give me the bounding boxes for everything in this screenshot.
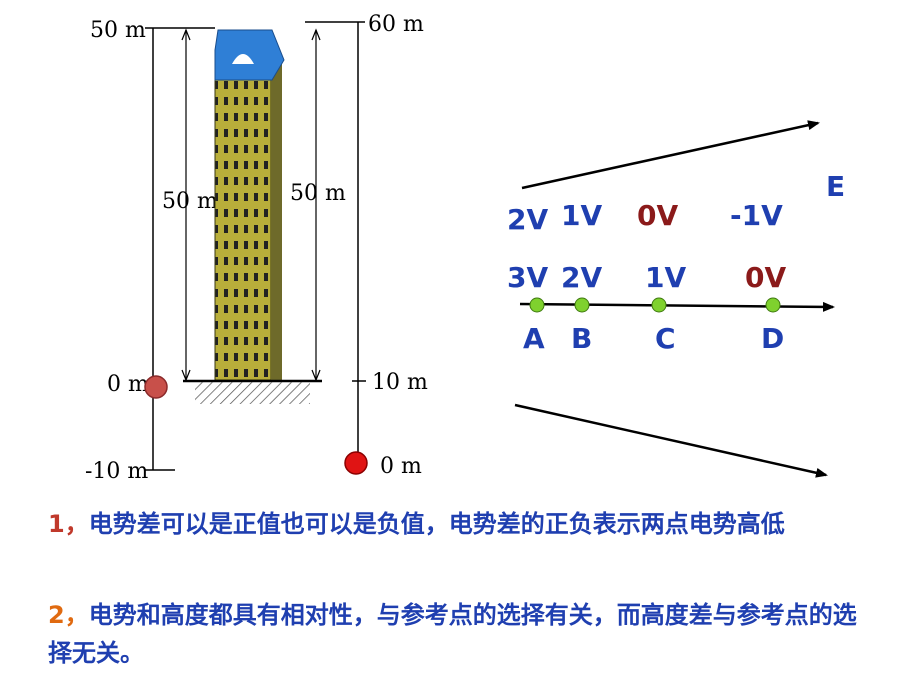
field-line-middle: [519, 301, 835, 312]
roof-arch: [232, 54, 254, 64]
left-bottom-label: -10 m: [85, 459, 148, 484]
right-ten-label: 10 m: [372, 370, 428, 395]
point-label-c: C: [655, 322, 676, 355]
note-2-text: 电势和高度都具有相对性，与参考点的选择有关，而高度差与参考点的选择无关。: [48, 601, 857, 667]
point-c: [651, 297, 667, 313]
row1-potential-d: -1V: [730, 199, 783, 232]
left-middle-label: 50 m: [162, 189, 218, 214]
field-label: E: [826, 170, 845, 203]
electric-field-diagram: E 2V 1V 0V -1V 3V 2V 1V 0V A B C D: [507, 120, 845, 478]
field-line-bottom: [514, 403, 828, 478]
right-reference-point: [344, 451, 368, 475]
point-d: [765, 297, 781, 313]
right-zero-label: 0 m: [380, 454, 422, 479]
note-1-number: 1，: [48, 510, 89, 538]
building: [183, 29, 322, 404]
right-top-label: 60 m: [368, 12, 424, 37]
note-1-text: 电势差可以是正值也可以是负值，电势差的正负表示两点电势高低: [88, 510, 785, 538]
left-zero-label: 0 m: [107, 372, 149, 397]
row2-potential-d: 0V: [745, 261, 786, 294]
left-height-scale: 50 m -10 m 0 m 50 m: [85, 18, 218, 484]
building-side: [271, 62, 282, 380]
point-label-d: D: [761, 322, 784, 355]
row2-potential-b: 2V: [561, 261, 602, 294]
row1-potential-b: 1V: [561, 199, 602, 232]
building-front: [214, 77, 272, 381]
ground-hatch: [195, 382, 310, 404]
left-dimension-arrow-up: [181, 28, 191, 41]
row1-potential-a: 2V: [507, 203, 548, 236]
right-height-scale: 60 m 10 m 0 m 50 m: [290, 12, 428, 479]
right-dimension-arrow-up: [311, 28, 321, 41]
left-reference-point: [144, 375, 168, 399]
point-a: [529, 297, 545, 313]
note-1: 1，电势差可以是正值也可以是负值，电势差的正负表示两点电势高低: [48, 505, 878, 543]
row2-potential-a: 3V: [507, 261, 548, 294]
row1-potential-c: 0V: [637, 199, 678, 232]
right-dimension-arrow-down: [311, 369, 321, 382]
row2-potential-c: 1V: [645, 261, 686, 294]
note-2-number: 2，: [48, 601, 89, 629]
point-label-a: A: [523, 322, 545, 355]
note-2: 2，电势和高度都具有相对性，与参考点的选择有关，而高度差与参考点的选择无关。: [48, 596, 878, 672]
building-roof: [214, 29, 285, 81]
field-line-top: [521, 120, 820, 190]
right-middle-label: 50 m: [290, 181, 346, 206]
point-label-b: B: [571, 322, 592, 355]
point-b: [574, 297, 590, 313]
left-top-label: 50 m: [90, 18, 146, 43]
